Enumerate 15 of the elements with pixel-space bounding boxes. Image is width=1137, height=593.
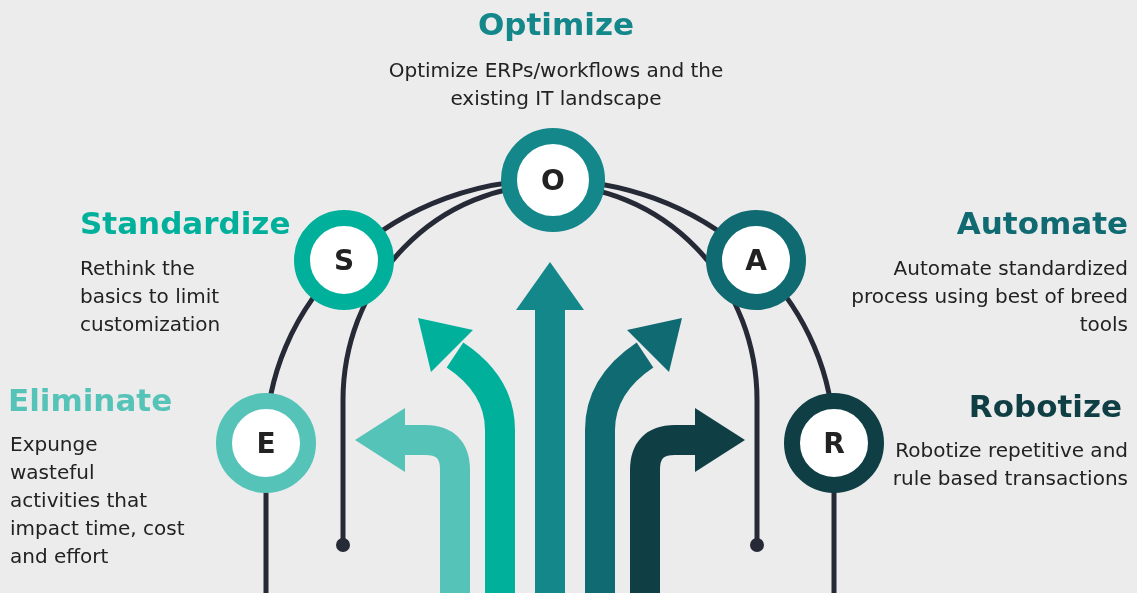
heading: Automate: [956, 205, 1128, 241]
heading: Eliminate: [8, 382, 173, 418]
letter: R: [823, 426, 845, 460]
heading: Optimize: [477, 6, 635, 42]
heading: Standardize: [80, 205, 291, 241]
description: Automate standardized process using best of breed tools: [850, 255, 1128, 338]
description: Optimize ERPs/workflows and the existing IT landscape: [387, 57, 725, 112]
description: Expunge wasteful activities that impact time, cost and effort: [10, 431, 185, 570]
description: Robotize repetitive and rule based transactions: [891, 437, 1128, 492]
letter: O: [541, 163, 565, 197]
letter: E: [256, 426, 276, 460]
description: Rethink the basics to limit customization: [80, 255, 222, 338]
letter: A: [745, 243, 767, 277]
heading: Robotize: [968, 388, 1122, 424]
letter: S: [333, 243, 355, 277]
